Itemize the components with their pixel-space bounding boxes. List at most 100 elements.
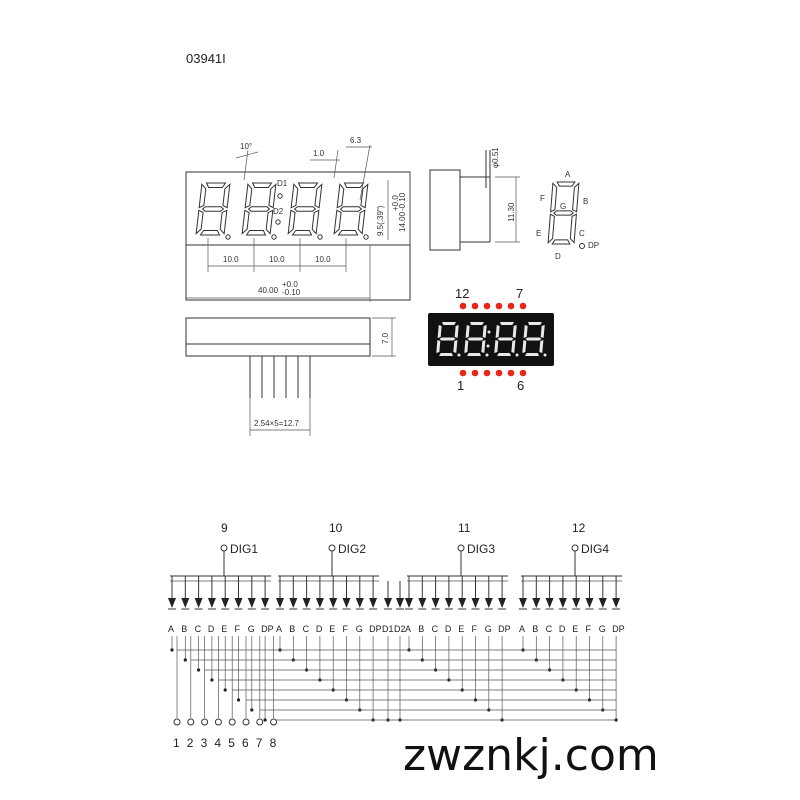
- digit-height-label: 9.5(.39"): [376, 205, 385, 236]
- segment-label-g: G: [599, 624, 606, 634]
- diode-g: [355, 598, 364, 608]
- segment-label-e: E: [572, 624, 578, 634]
- segment-b: [268, 183, 277, 209]
- colon-label: D1: [382, 624, 394, 634]
- lit-dp: [457, 353, 461, 357]
- segment-c: [219, 209, 228, 235]
- lit-segment-f: [495, 325, 500, 338]
- segment-label-dp: DP: [498, 624, 511, 634]
- colon-dot-upper: [277, 193, 283, 199]
- colon-dot-lower: [275, 219, 281, 225]
- height-label: 14.00: [398, 211, 407, 232]
- segment-label-dp: DP: [369, 624, 382, 634]
- diode-dp: [369, 598, 378, 608]
- digit-pin-circle: [457, 544, 465, 552]
- segment-g: [293, 206, 317, 212]
- diode-f: [585, 598, 594, 608]
- led-top-4: [495, 302, 503, 310]
- pin-6: 6: [242, 636, 250, 750]
- digit-pitch-2: 10.0: [269, 255, 285, 264]
- pitch-top-label: 6.3: [350, 136, 362, 145]
- lit-segment-d: [525, 353, 539, 356]
- lit-segment-c: [453, 340, 458, 353]
- colon-diode-1: D1: [382, 581, 394, 722]
- digit-pin-label: 9: [221, 521, 228, 535]
- junction-dot: [197, 668, 201, 672]
- seg-width-label: 1.0: [313, 149, 325, 158]
- photo-pin-1-label: 1: [457, 378, 464, 393]
- segment-e: [287, 209, 296, 235]
- segment-label-d: D: [208, 624, 215, 634]
- lit-segment-b: [482, 325, 487, 338]
- pin-7: 7: [256, 636, 264, 750]
- bottom-view: 2.54×5=12.7 7.0: [185, 317, 396, 436]
- segment-a: [251, 182, 273, 188]
- segment-e: [333, 209, 342, 235]
- front-view: D1 D2 10° 1.0 6.3 9.5(.39") +0.0 -0.10 1…: [185, 136, 411, 302]
- segment-d: [245, 230, 267, 236]
- diode-e: [458, 598, 467, 608]
- diode-a: [168, 598, 176, 608]
- segment-c: [357, 209, 366, 235]
- segment-key: A B C D E F G DP: [536, 170, 599, 261]
- pin-2: 2: [187, 636, 195, 750]
- lit-segment-b: [512, 325, 517, 338]
- key-label-g: G: [560, 202, 566, 211]
- front-digit-1: [195, 182, 231, 236]
- key-label-f: F: [540, 194, 545, 203]
- segment-f: [550, 182, 558, 213]
- segment-b: [360, 183, 369, 209]
- segment-label-g: G: [248, 624, 255, 634]
- segment-label-g: G: [356, 624, 363, 634]
- pin-label: 3: [201, 736, 208, 750]
- digit-pin-circle: [328, 544, 336, 552]
- pin-circle: [187, 718, 195, 726]
- pin-label: 7: [256, 736, 263, 750]
- width-tol-plus: +0.0: [282, 280, 298, 289]
- lit-segment-g: [439, 337, 456, 341]
- diode-d: [558, 598, 567, 608]
- segment-label-b: B: [418, 624, 424, 634]
- front-dp-2: [271, 234, 277, 240]
- width-label: 40.00: [258, 286, 279, 295]
- segment-label-a: A: [405, 624, 411, 634]
- diode-b: [181, 598, 190, 608]
- segment-label-d: D: [445, 624, 452, 634]
- segment-label-dp: DP: [612, 624, 625, 634]
- junction-dot: [263, 718, 267, 722]
- diode-f: [471, 598, 480, 608]
- led-bottom-1: [459, 369, 467, 377]
- key-label-b: B: [583, 197, 588, 206]
- pin-label: 5: [228, 736, 235, 750]
- segment-label-a: A: [519, 624, 525, 634]
- colon-diode-body: [384, 598, 392, 608]
- lit-segment-e: [522, 340, 527, 353]
- segment-f: [198, 183, 207, 209]
- diode-dp: [261, 598, 270, 608]
- photo-pin-7-label: 7: [516, 286, 523, 301]
- segment-c: [569, 213, 577, 244]
- pin-3: 3: [201, 636, 209, 750]
- photo-pin-12-label: 12: [455, 286, 469, 301]
- segment-a: [556, 181, 576, 187]
- segment-f: [336, 183, 345, 209]
- front-digit-2: [241, 182, 277, 236]
- segment-label-f: F: [235, 624, 241, 634]
- diode-a: [405, 598, 413, 608]
- colon-label: D2: [394, 624, 406, 634]
- side-view: φ0.51 11.30: [429, 147, 520, 251]
- junction-dot: [250, 708, 254, 712]
- lit-dp: [543, 353, 547, 357]
- segment-a: [297, 182, 319, 188]
- key-label-e: E: [536, 229, 541, 238]
- diode-c: [431, 598, 440, 608]
- pin-circle: [173, 718, 181, 726]
- lit-segment-c: [481, 340, 486, 353]
- pin-circle: [270, 718, 278, 726]
- diode-dp: [612, 598, 621, 608]
- diode-dp: [498, 598, 507, 608]
- diode-a: [276, 598, 284, 608]
- lit-segment-f: [437, 325, 442, 338]
- lit-segment-a: [500, 322, 514, 325]
